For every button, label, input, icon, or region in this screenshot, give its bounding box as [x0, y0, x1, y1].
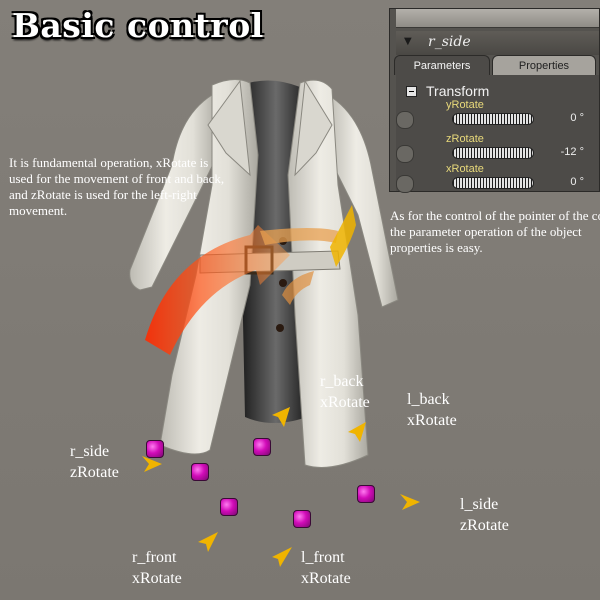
label-part: r_front — [132, 549, 177, 566]
label-part: r_side — [70, 443, 110, 460]
param-label: zRotate — [446, 133, 484, 145]
label-part: l_front — [301, 549, 345, 566]
param-xrotate: xRotate 0 ° — [396, 163, 599, 199]
parameters-panel: ▼ r_side Parameters Properties Transform… — [389, 8, 600, 193]
pointer-arrow-icon — [142, 456, 162, 472]
handle-r-front[interactable] — [220, 498, 238, 516]
label-l-front: l_front xRotate — [301, 547, 351, 589]
handle-l-side[interactable] — [357, 485, 375, 503]
note-right: As for the control of the pointer of the… — [390, 208, 600, 255]
tab-parameters[interactable]: Parameters — [394, 55, 490, 75]
pointer-arrow-icon — [272, 407, 290, 427]
label-l-back: l_back xRotate — [407, 389, 457, 431]
page-title: Basic control — [12, 6, 264, 45]
label-l-side: l_side zRotate — [460, 494, 509, 536]
label-part: l_side — [460, 496, 499, 513]
panel-body: Transform yRotate 0 ° zRotate -12 ° xRot… — [396, 75, 599, 193]
label-r-front: r_front xRotate — [132, 547, 182, 589]
collapse-minus-icon[interactable] — [406, 86, 417, 97]
param-zrotate: zRotate -12 ° — [396, 133, 599, 169]
note-left: It is fundamental operation, xRotate is … — [9, 155, 225, 218]
label-axis: xRotate — [301, 570, 351, 587]
panel-object-title: ▼ r_side — [396, 31, 599, 55]
param-value[interactable]: 0 ° — [570, 112, 584, 124]
label-r-back: r_back xRotate — [320, 371, 370, 413]
pointer-arrow-icon — [400, 494, 420, 510]
coat-sleeve-right — [327, 94, 399, 308]
tab-properties[interactable]: Properties — [492, 55, 596, 75]
motion-arrow-orange-lower — [282, 271, 314, 305]
param-yrotate: yRotate 0 ° — [396, 99, 599, 135]
param-value[interactable]: -12 ° — [560, 146, 584, 158]
label-axis: xRotate — [407, 412, 457, 429]
handle-r-side-inner[interactable] — [191, 463, 209, 481]
panel-tabs: Parameters Properties — [392, 55, 599, 75]
panel-header-bar — [396, 9, 599, 28]
label-part: l_back — [407, 391, 450, 408]
coat-button — [279, 279, 287, 287]
pointer-arrow-icon — [272, 547, 292, 567]
collapse-triangle-icon[interactable]: ▼ — [404, 36, 412, 47]
label-axis: zRotate — [460, 517, 509, 534]
coat-sleeve-left — [129, 94, 221, 291]
section-title: Transform — [426, 83, 490, 99]
param-knob-icon — [396, 145, 414, 163]
pointer-arrow-icon — [198, 532, 218, 552]
coat-lapel-right — [294, 79, 333, 177]
motion-arrow-orange — [260, 228, 338, 245]
coat-figure — [129, 79, 399, 468]
param-dial-slider[interactable] — [452, 113, 534, 125]
param-dial-slider[interactable] — [452, 147, 534, 159]
label-axis: xRotate — [132, 570, 182, 587]
param-knob-icon — [396, 111, 414, 129]
handle-r-back[interactable] — [253, 438, 271, 456]
param-label: yRotate — [446, 99, 484, 111]
coat-button — [276, 324, 284, 332]
param-label: xRotate — [446, 163, 484, 175]
param-knob-icon — [396, 175, 414, 193]
handle-r-side[interactable] — [146, 440, 164, 458]
param-value[interactable]: 0 ° — [570, 176, 584, 188]
coat-panel-right — [287, 79, 369, 468]
label-axis: xRotate — [320, 394, 370, 411]
motion-arrow-red — [145, 225, 290, 355]
motion-arrow-yellow — [330, 205, 356, 267]
label-part: r_back — [320, 373, 364, 390]
coat-lapel-left — [207, 79, 251, 177]
param-dial-slider[interactable] — [452, 177, 534, 189]
handle-l-front[interactable] — [293, 510, 311, 528]
label-axis: zRotate — [70, 464, 119, 481]
label-r-side: r_side zRotate — [70, 441, 119, 483]
object-name: r_side — [428, 34, 471, 50]
pointer-arrow-icon — [348, 422, 366, 442]
